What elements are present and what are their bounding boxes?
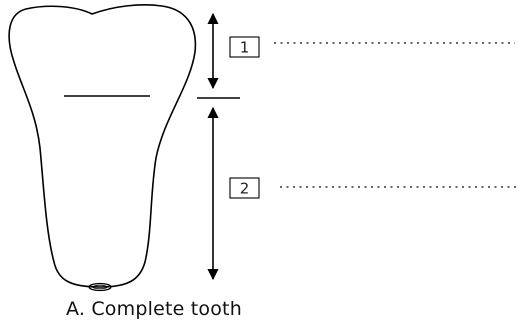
label-box-2 — [229, 177, 260, 199]
tooth-outline — [8, 4, 197, 288]
diagram-caption: A. Complete tooth — [66, 298, 242, 320]
label-number-1: 1 — [240, 39, 250, 57]
apical-foramen — [88, 282, 112, 292]
label-box-1 — [229, 36, 260, 58]
label-number-2: 2 — [240, 180, 250, 198]
apical-foramen-inner — [92, 284, 108, 290]
